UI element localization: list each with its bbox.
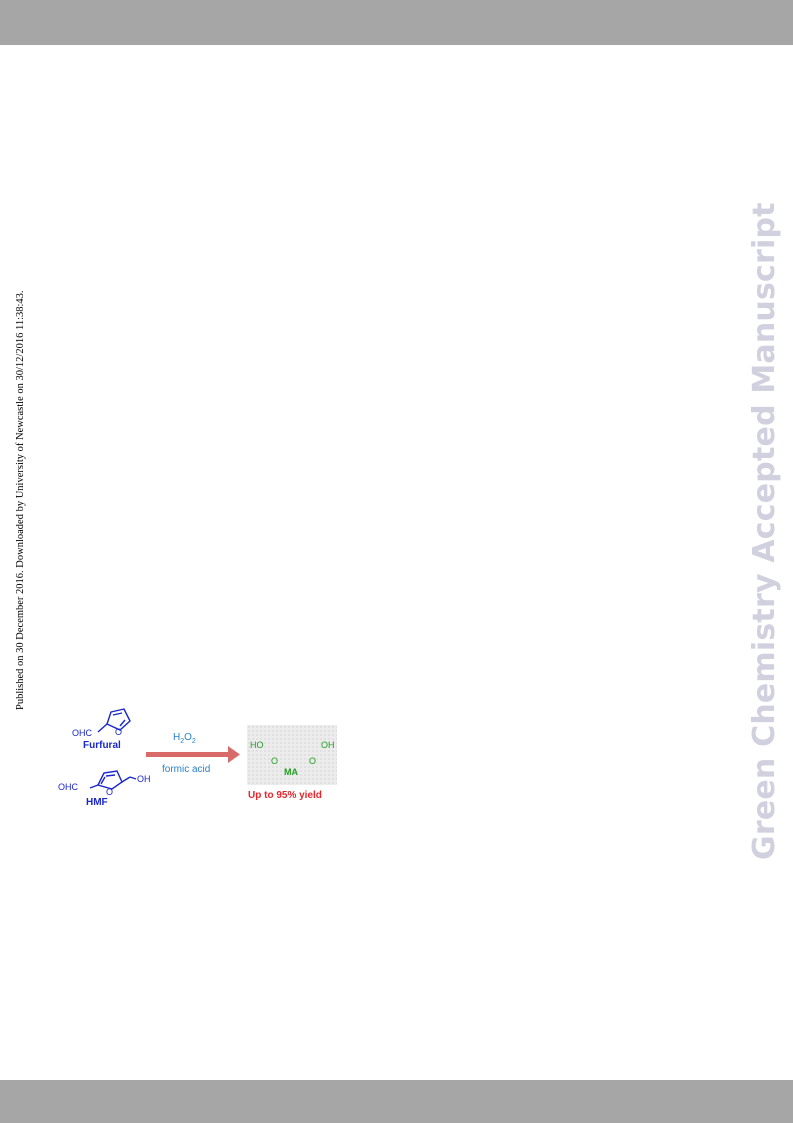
reagent-formic-acid: formic acid	[162, 764, 211, 775]
furfural-aldehyde-label: OHC	[72, 728, 92, 738]
product-right-carbonyl-oxygen: O	[309, 756, 317, 766]
footer-bar	[0, 1080, 793, 1123]
reagent-o-subscript: 2	[191, 738, 196, 745]
reaction-arrow	[146, 746, 240, 763]
hmf-aldehyde-label: OHC	[58, 782, 78, 792]
hmf-name-label: HMF	[86, 797, 108, 808]
yield-label: Up to 95% yield	[248, 790, 322, 801]
product-left-carbonyl-oxygen: O	[271, 756, 279, 766]
hmf-ring-oxygen: O	[106, 787, 114, 797]
product-right-hydroxyl: OH	[321, 740, 335, 750]
product-box: HO OH O O MA	[247, 725, 337, 785]
furfural-name-label: Furfural	[83, 740, 121, 751]
hmf-furan-ring	[89, 770, 137, 790]
reaction-scheme: OHC O Furfural OHC O OH HMF H2O2 formic …	[50, 700, 350, 820]
hmf-hydroxyl-label: OH	[137, 774, 151, 784]
header-bar	[0, 0, 793, 45]
reagent-h: H	[173, 732, 181, 743]
reagent-h-subscript: 2	[180, 738, 185, 745]
product-name-label: MA	[284, 767, 298, 777]
furfural-furan-ring	[97, 708, 131, 733]
publication-note: Published on 30 December 2016. Downloade…	[15, 290, 26, 710]
reagent-hydrogen-peroxide: H2O2	[173, 732, 196, 745]
reagent-o: O	[184, 732, 192, 743]
furfural-ring-oxygen: O	[115, 727, 123, 737]
accepted-manuscript-watermark: Green Chemistry Accepted Manuscript	[747, 202, 782, 860]
product-left-hydroxyl: HO	[250, 740, 264, 750]
